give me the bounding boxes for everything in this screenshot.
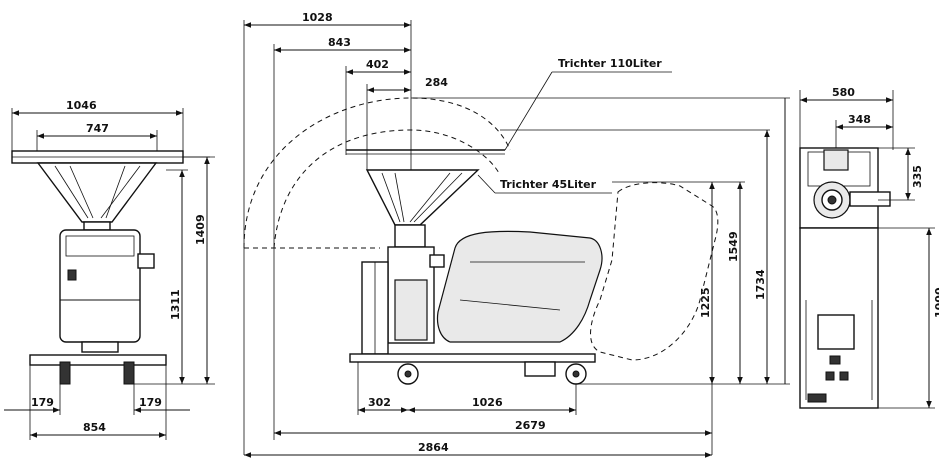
label-trichter-45: Trichter 45Liter [500, 178, 597, 191]
dim-580: 580 [832, 86, 855, 99]
top-view: 580 348 335 1000 [799, 86, 939, 409]
dim-747: 747 [86, 122, 109, 135]
machine-body [59, 229, 141, 343]
dim-179-left: 179 [31, 396, 54, 409]
side-view: 1028 843 402 284 Trichter 110Liter Trich… [243, 11, 790, 458]
dim-402: 402 [366, 58, 389, 71]
dim-1409: 1409 [194, 214, 207, 245]
dim-348: 348 [848, 113, 871, 126]
dim-1026: 1026 [472, 396, 503, 409]
dim-1734: 1734 [754, 269, 767, 300]
base-frame [29, 354, 167, 366]
label-trichter-110: Trichter 110Liter [558, 57, 662, 70]
dim-179-right: 179 [139, 396, 162, 409]
dim-2679: 2679 [515, 419, 546, 432]
dim-1311: 1311 [169, 289, 182, 320]
dim-284: 284 [425, 76, 448, 89]
dim-1046: 1046 [66, 99, 97, 112]
front-view: 1046 747 1409 1311 [4, 99, 215, 440]
dim-843: 843 [328, 36, 351, 49]
tilt-container [436, 230, 603, 343]
dim-1225: 1225 [699, 287, 712, 318]
dim-1549: 1549 [727, 231, 740, 262]
dim-right-cut: 1000 [933, 287, 939, 318]
dim-854: 854 [83, 421, 106, 434]
dim-335: 335 [911, 165, 924, 188]
dim-302: 302 [368, 396, 391, 409]
dim-1028: 1028 [302, 11, 333, 24]
hopper-cone [36, 162, 158, 223]
dim-2864: 2864 [418, 441, 449, 454]
side-base [349, 353, 596, 363]
